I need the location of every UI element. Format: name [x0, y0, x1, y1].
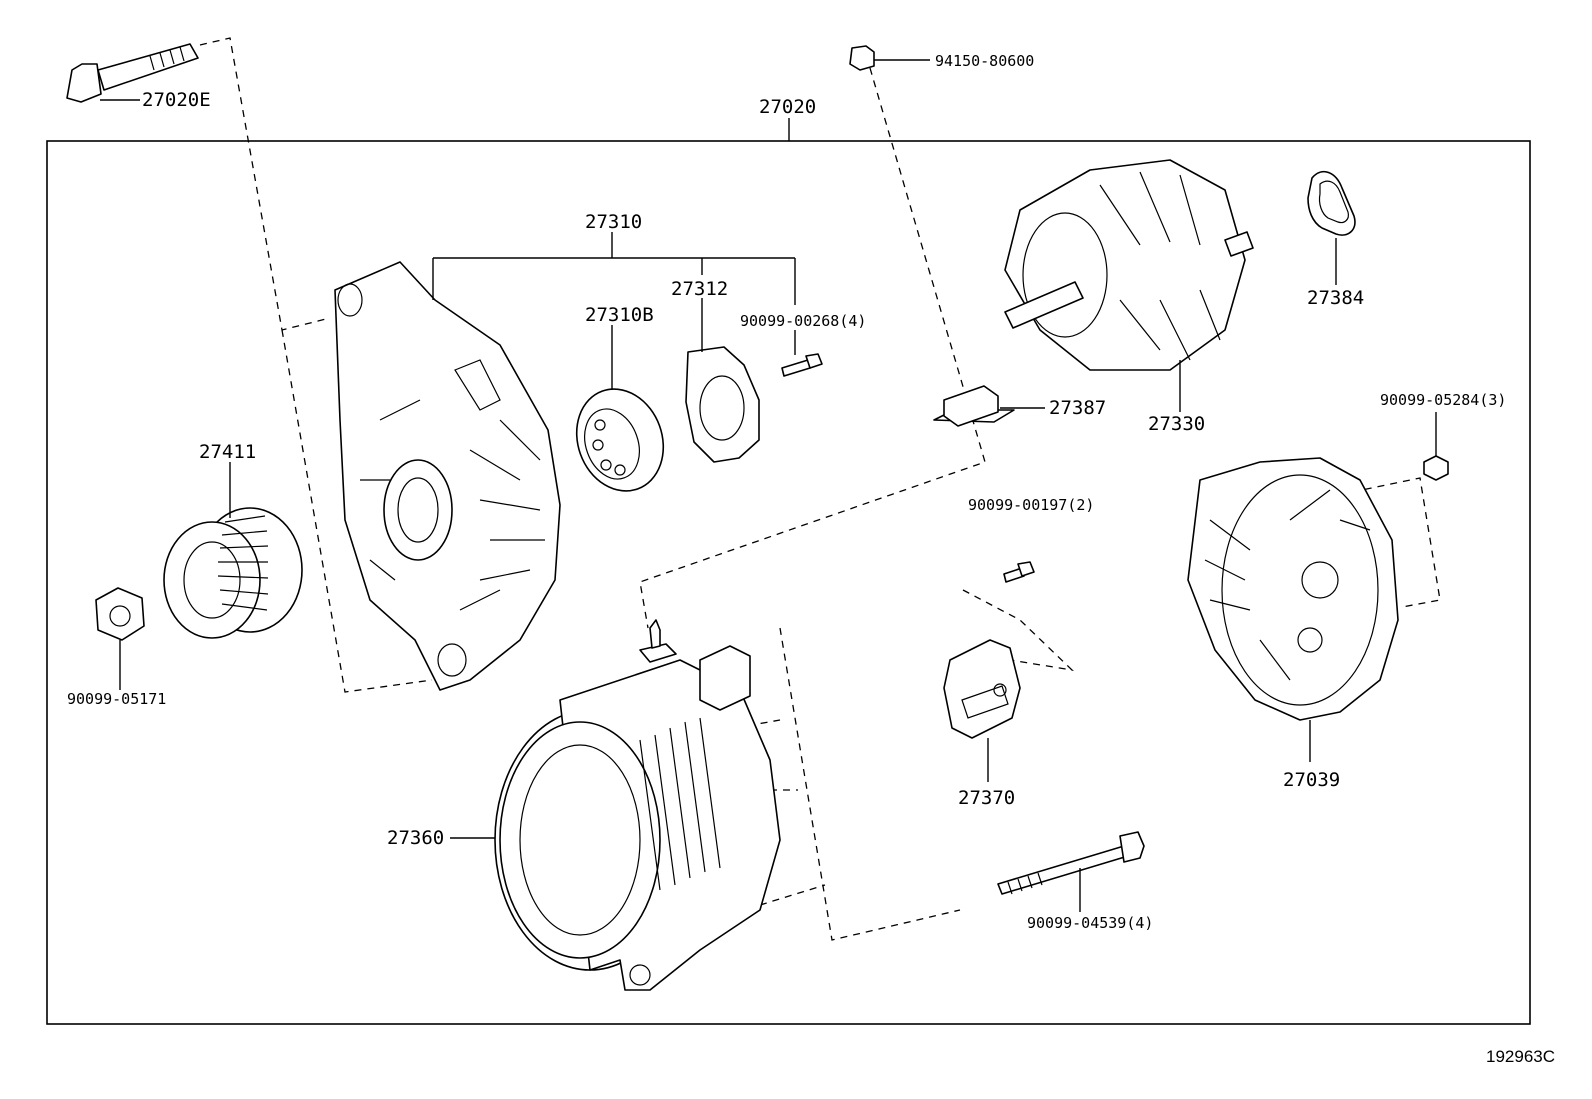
label-90099-00197[interactable]: 90099-00197(2) — [968, 496, 1094, 514]
label-27387[interactable]: 27387 — [1049, 397, 1106, 419]
bearing-27310B[interactable] — [563, 377, 678, 503]
drive-end-frame[interactable] — [334, 261, 561, 691]
pulley-27411[interactable] — [163, 507, 303, 639]
assembly-number-label[interactable]: 27020 — [759, 96, 816, 118]
assembly-guide-lines — [199, 37, 1441, 941]
nut-94150-80600[interactable] — [849, 45, 875, 71]
reference-code: 192963C — [1486, 1047, 1555, 1066]
label-27310[interactable]: 27310 — [585, 211, 642, 233]
label-27020E[interactable]: 27020E — [142, 89, 211, 111]
bolt-27020E[interactable] — [66, 43, 199, 103]
screw-90099-00197[interactable] — [1003, 561, 1035, 583]
label-27039[interactable]: 27039 — [1283, 769, 1340, 791]
nut-90099-05284[interactable] — [1423, 455, 1449, 481]
label-27384[interactable]: 27384 — [1307, 287, 1364, 309]
label-27360[interactable]: 27360 — [387, 827, 444, 849]
brush-holder-27370[interactable] — [943, 639, 1021, 739]
label-90099-05284[interactable]: 90099-05284(3) — [1380, 391, 1506, 409]
seal-ring-27384[interactable] — [1307, 170, 1356, 236]
stator-housing-27360[interactable] — [494, 619, 781, 991]
bushing-27387[interactable] — [933, 385, 1015, 427]
label-90099-05171[interactable]: 90099-05171 — [67, 690, 166, 708]
label-27370[interactable]: 27370 — [958, 787, 1015, 809]
retainer-plate-27312[interactable] — [685, 346, 760, 463]
rotor-27330[interactable] — [1004, 159, 1254, 371]
nut-90099-05171[interactable] — [95, 587, 145, 641]
label-90099-04539[interactable]: 90099-04539(4) — [1027, 914, 1153, 932]
bolt-90099-04539[interactable] — [997, 831, 1145, 895]
label-27330[interactable]: 27330 — [1148, 413, 1205, 435]
screw-90099-00268[interactable] — [781, 353, 823, 377]
label-27411[interactable]: 27411 — [199, 441, 256, 463]
label-27310B[interactable]: 27310B — [585, 304, 654, 326]
rear-cover-27039[interactable] — [1187, 457, 1399, 721]
label-94150-80600[interactable]: 94150-80600 — [935, 52, 1034, 70]
group-bracket-27310 — [432, 232, 796, 305]
label-90099-00268[interactable]: 90099-00268(4) — [740, 312, 866, 330]
label-27312[interactable]: 27312 — [671, 278, 728, 300]
